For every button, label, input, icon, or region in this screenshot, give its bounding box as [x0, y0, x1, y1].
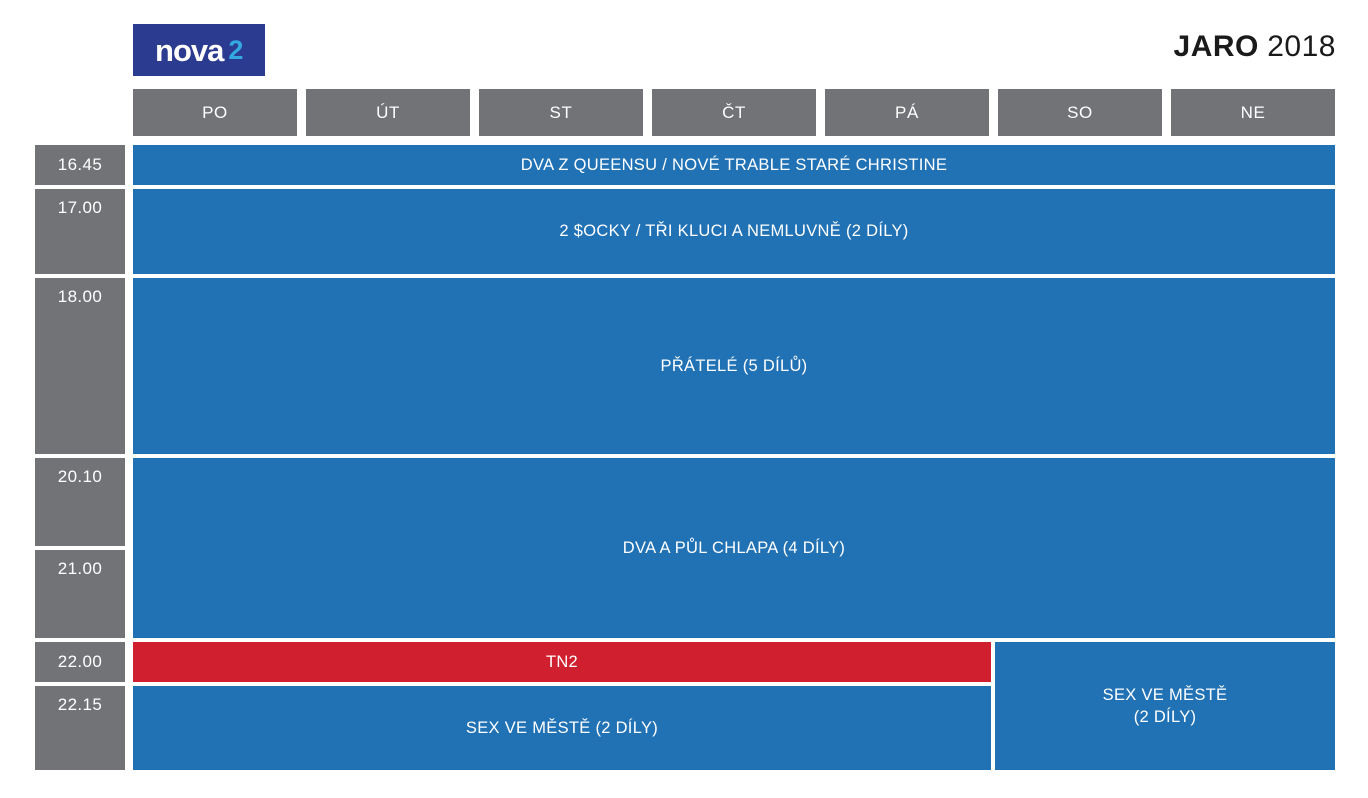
logo-wordmark: nova	[155, 32, 224, 68]
program-block-sex-ve-meste-weekday[interactable]: SEX VE MĚSTĚ (2 DÍLY)	[133, 686, 991, 770]
page-title: JARO 2018	[1174, 30, 1336, 64]
program-block-tn2[interactable]: TN2	[133, 642, 991, 682]
time-label-1645: 16.45	[35, 145, 125, 185]
program-block-sex-ve-meste-weekend[interactable]: SEX VE MĚSTĚ (2 DÍLY)	[995, 642, 1335, 770]
day-header-ut: ÚT	[306, 89, 470, 136]
program-title-line1: SEX VE MĚSTĚ	[1102, 685, 1228, 704]
day-header-po: PO	[133, 89, 297, 136]
day-header-ne: NE	[1171, 89, 1335, 136]
time-label-2200: 22.00	[35, 642, 125, 682]
nova2-logo: nova 2	[133, 24, 265, 76]
day-header-st: ST	[479, 89, 643, 136]
day-header-so: SO	[998, 89, 1162, 136]
program-block-dva-z-queensu[interactable]: DVA Z QUEENSU / NOVÉ TRABLE STARÉ CHRIST…	[133, 145, 1335, 185]
program-block-dva-a-pul-chlapa[interactable]: DVA A PŮL CHLAPA (4 DÍLY)	[133, 458, 1335, 638]
title-year: 2018	[1267, 30, 1336, 63]
time-label-2100: 21.00	[35, 550, 125, 638]
program-title-line2: (2 DÍLY)	[1133, 708, 1197, 726]
title-season: JARO	[1173, 30, 1259, 63]
day-header-ct: ČT	[652, 89, 816, 136]
time-label-2215: 22.15	[35, 686, 125, 770]
time-label-1800: 18.00	[35, 278, 125, 454]
program-block-pratele[interactable]: PŘÁTELÉ (5 DÍLŮ)	[133, 278, 1335, 454]
day-header-pa: PÁ	[825, 89, 989, 136]
logo-channel-number: 2	[228, 34, 243, 65]
time-label-1700: 17.00	[35, 189, 125, 274]
program-block-2-socky[interactable]: 2 $OCKY / TŘI KLUCI A NEMLUVNĚ (2 DÍLY)	[133, 189, 1335, 274]
time-label-2010: 20.10	[35, 458, 125, 546]
